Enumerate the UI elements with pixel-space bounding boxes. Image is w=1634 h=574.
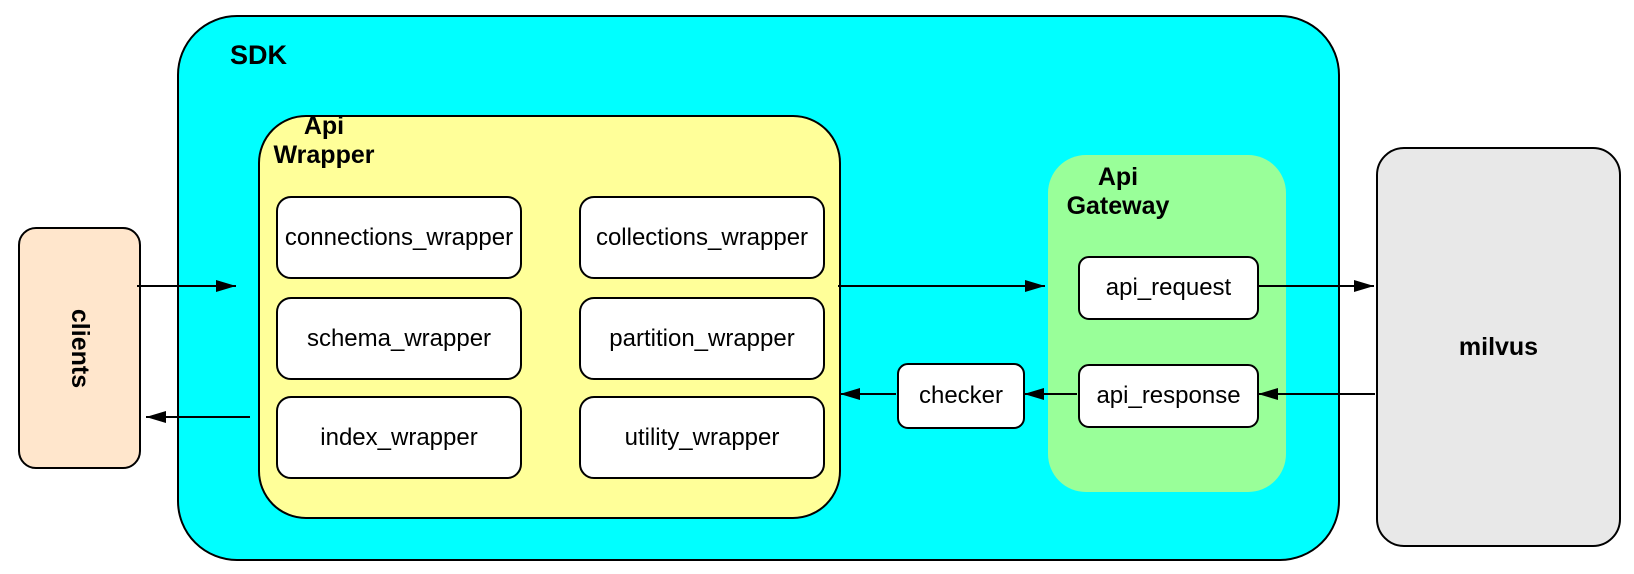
clients-box: clients (18, 227, 141, 469)
clients-label: clients (65, 308, 94, 388)
collections-wrapper-box: collections_wrapper (579, 196, 825, 279)
sdk-label: SDK (230, 40, 288, 70)
index-wrapper-box: index_wrapper (276, 396, 522, 479)
milvus-box: milvus (1376, 147, 1621, 547)
schema-wrapper-box: schema_wrapper (276, 297, 522, 380)
checker-box: checker (897, 363, 1025, 429)
connections-wrapper-box: connections_wrapper (276, 196, 522, 279)
api-gateway-container (1048, 155, 1286, 492)
api-gateway-label: Api Gateway (1066, 163, 1170, 220)
partition-wrapper-box: partition_wrapper (579, 297, 825, 380)
milvus-label: milvus (1458, 332, 1539, 361)
api-response-box: api_response (1078, 364, 1259, 428)
api-wrapper-label: Api Wrapper (273, 112, 375, 169)
api-request-box: api_request (1078, 256, 1259, 320)
utility-wrapper-box: utility_wrapper (579, 396, 825, 479)
